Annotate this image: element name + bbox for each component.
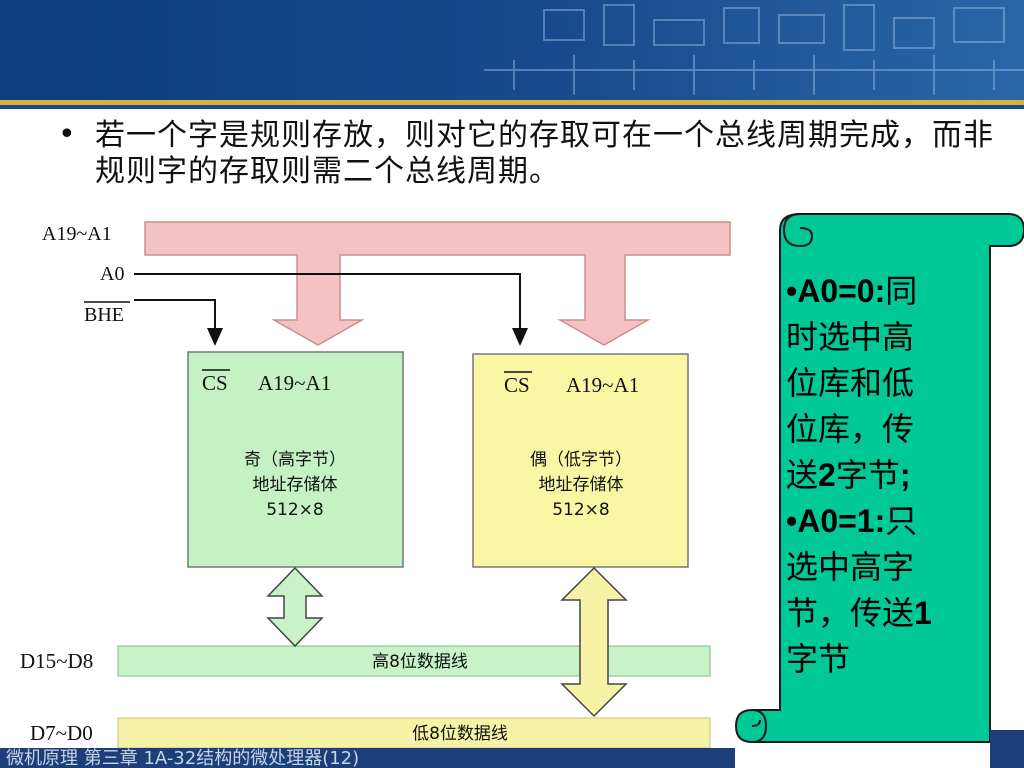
signal-a0: A0: [100, 263, 124, 285]
odd-bank-box: [187, 351, 404, 568]
even-bank-line3: 512×8: [552, 500, 610, 520]
odd-bank-cs: CS: [202, 371, 228, 395]
bullet-text: 若一个字是规则存放，则对它的存取可在一个总线周期完成，而非规则字的存取则需二个总…: [95, 118, 994, 189]
even-bank-addr: A19~A1: [566, 373, 639, 397]
footer-bar: 微机原理 第三章 1A-32结构的微处理器(12): [0, 748, 735, 768]
note-a0-0: •A0=0:: [786, 273, 886, 309]
note-line: 位库和低: [786, 365, 915, 401]
address-bus: [144, 221, 731, 346]
odd-bank-addr: A19~A1: [258, 371, 331, 395]
high-bus-name: 高8位数据线: [372, 652, 468, 672]
even-bank-line2: 地址存储体: [539, 475, 624, 495]
odd-bank-data-arrow: [266, 566, 324, 648]
low-bus-label: D7~D0: [30, 721, 93, 745]
high-data-bus: [117, 645, 711, 677]
low-bus-name: 低8位数据线: [412, 724, 508, 744]
even-bank-data-arrow: [560, 566, 628, 718]
bhe-arrowhead: [207, 328, 223, 346]
a0-line: [134, 273, 521, 330]
signal-bhe: BHE: [84, 304, 124, 326]
title-banner: [0, 0, 1024, 100]
bullet-mark: •: [58, 117, 76, 152]
note-line: 时选中高: [786, 319, 915, 355]
signal-a19-a1: A19~A1: [42, 223, 112, 245]
note-line: 同: [885, 273, 918, 309]
bhe-line: [134, 299, 216, 330]
even-bank-box: [472, 353, 689, 568]
note-line: 选中高字: [786, 549, 915, 585]
header-rule-blue: [0, 105, 1024, 109]
high-bus-label: D15~D8: [20, 649, 93, 673]
note-number: 1: [914, 595, 932, 631]
footer-text: 微机原理 第三章 1A-32结构的微处理器(12): [6, 748, 360, 768]
odd-bank-line1: 奇（高字节）: [244, 450, 346, 470]
odd-bank-line2: 地址存储体: [253, 475, 338, 495]
header-rule-gold: [0, 100, 1024, 105]
note-a0-1: •A0=1:: [786, 503, 886, 539]
even-bank-cs: CS: [504, 373, 530, 397]
note-punct: ;: [899, 457, 911, 493]
low-data-bus: [117, 717, 711, 749]
circuit-pattern: [484, 4, 1024, 95]
even-bank-line1: 偶（低字节）: [530, 450, 632, 470]
note-line: 位库，传: [786, 411, 915, 447]
memory-bank-diagram: A19~A1 A0 BHE CS A19~A1 奇（高字节） 地址存储体 512…: [20, 221, 731, 749]
odd-bank-line3: 512×8: [266, 500, 324, 520]
note-line: 只: [885, 503, 918, 539]
note-line: 节，传送: [786, 595, 915, 631]
note-line: 送: [786, 457, 819, 493]
a0-arrowhead: [512, 328, 528, 346]
note-line: 字节: [786, 641, 851, 677]
note-line: 字节: [835, 457, 900, 493]
scroll-bottom-curl: [751, 709, 768, 743]
note-number: 2: [818, 457, 836, 493]
scroll-top-curl: [782, 213, 814, 248]
footer-corner: [990, 730, 1024, 768]
scroll-text: •A0=0:同 时选中高 位库和低 位库，传 送2字节; •A0=1:只 选中高…: [786, 268, 956, 682]
